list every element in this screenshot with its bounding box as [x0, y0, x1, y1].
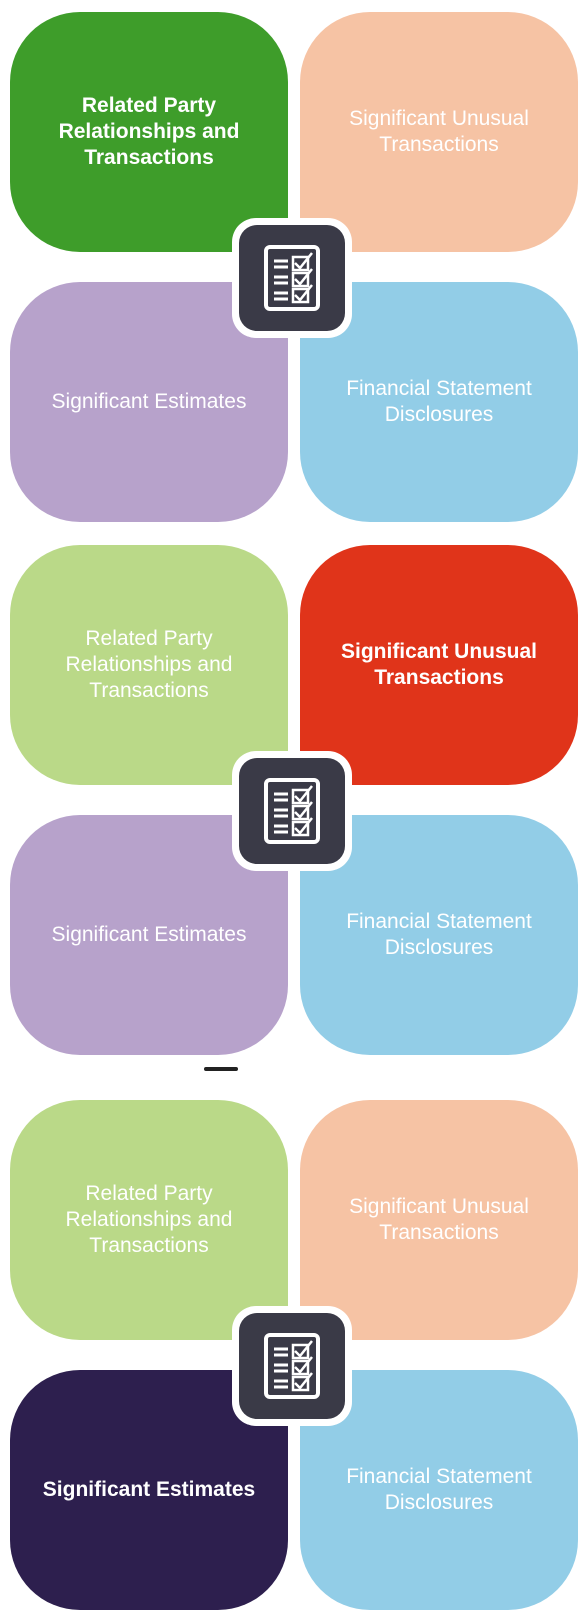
checklist-icon	[264, 1333, 320, 1399]
tile-label: Related Party Relationships and Transact…	[58, 94, 240, 169]
diagram-panel-3: Related Party Relationships and Transact…	[0, 1100, 578, 1610]
tile-label: Significant Unusual Transactions	[340, 640, 537, 689]
diagram-panel-1: Related Party Relationships and Transact…	[0, 12, 578, 522]
tile-label: Related Party Relationships and Transact…	[65, 1182, 233, 1257]
tile-label: Significant Unusual Transactions	[349, 1195, 529, 1244]
tile-label: Financial Statement Disclosures	[346, 377, 532, 426]
tile-significant-unusual: Significant Unusual Transactions	[300, 12, 578, 252]
checklist-icon	[264, 778, 320, 844]
checklist-icon-tile	[239, 758, 345, 864]
center-badge	[232, 751, 352, 871]
center-badge	[232, 218, 352, 338]
tile-label: Financial Statement Disclosures	[346, 910, 532, 959]
tile-label: Financial Statement Disclosures	[346, 1465, 532, 1514]
checklist-icon-tile	[239, 225, 345, 331]
tile-significant-unusual: Significant Unusual Transactions	[300, 1100, 578, 1340]
tile-label: Significant Estimates	[51, 923, 247, 946]
tile-related-party: Related Party Relationships and Transact…	[10, 1100, 288, 1340]
tile-label: Significant Estimates	[51, 390, 247, 413]
checklist-icon-tile	[239, 1313, 345, 1419]
center-badge	[232, 1306, 352, 1426]
tile-label: Related Party Relationships and Transact…	[65, 627, 233, 702]
divider-dash	[204, 1067, 238, 1071]
tile-label: Significant Unusual Transactions	[349, 107, 529, 156]
checklist-icon	[264, 245, 320, 311]
tile-related-party: Related Party Relationships and Transact…	[10, 12, 288, 252]
tile-significant-unusual: Significant Unusual Transactions	[300, 545, 578, 785]
tile-related-party: Related Party Relationships and Transact…	[10, 545, 288, 785]
diagram-panel-2: Related Party Relationships and Transact…	[0, 545, 578, 1055]
tile-label: Significant Estimates	[42, 1478, 256, 1501]
